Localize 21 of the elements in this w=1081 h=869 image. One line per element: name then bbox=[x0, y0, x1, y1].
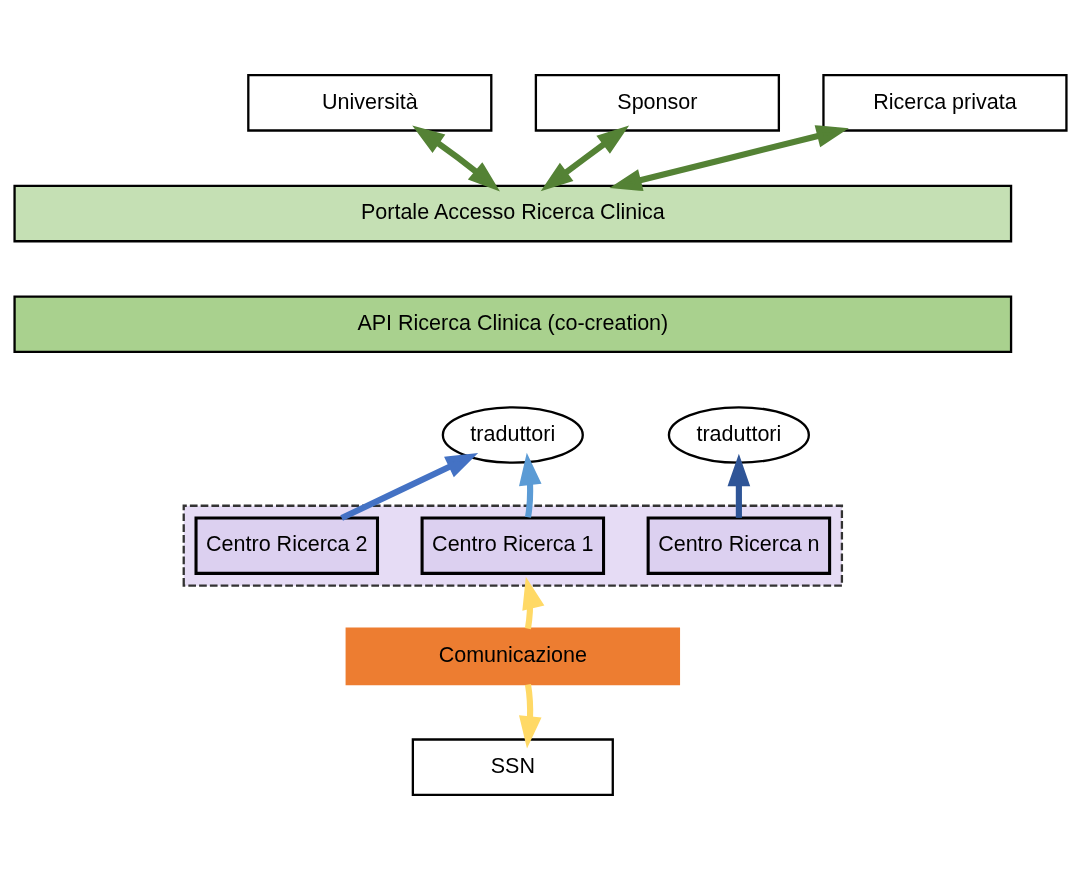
node-box: API Ricerca Clinica (co-creation) bbox=[13, 294, 1013, 353]
arrow bbox=[522, 576, 545, 629]
node-box: Portale Accesso Ricerca Clinica bbox=[13, 184, 1013, 242]
arrow bbox=[519, 452, 542, 518]
node-ellipse: traduttori bbox=[441, 405, 584, 464]
node-box: Centro Ricerca 2 bbox=[194, 516, 380, 575]
arrow bbox=[412, 124, 500, 192]
arrow bbox=[727, 453, 751, 518]
node-box: Comunicazione bbox=[345, 627, 681, 685]
arrow bbox=[518, 683, 542, 749]
node-box: Sponsor bbox=[534, 73, 780, 132]
node-box: Centro Ricerca n bbox=[646, 516, 832, 575]
node-box: Università bbox=[247, 73, 493, 132]
node-ellipse: traduttori bbox=[667, 405, 810, 464]
arrow bbox=[609, 124, 849, 191]
arrow bbox=[340, 452, 479, 521]
node-box: SSN bbox=[411, 737, 614, 796]
arrow bbox=[540, 124, 630, 191]
node-box: Centro Ricerca 1 bbox=[420, 516, 606, 575]
cluster bbox=[182, 504, 844, 587]
node-box: Ricerca privata bbox=[822, 73, 1068, 132]
